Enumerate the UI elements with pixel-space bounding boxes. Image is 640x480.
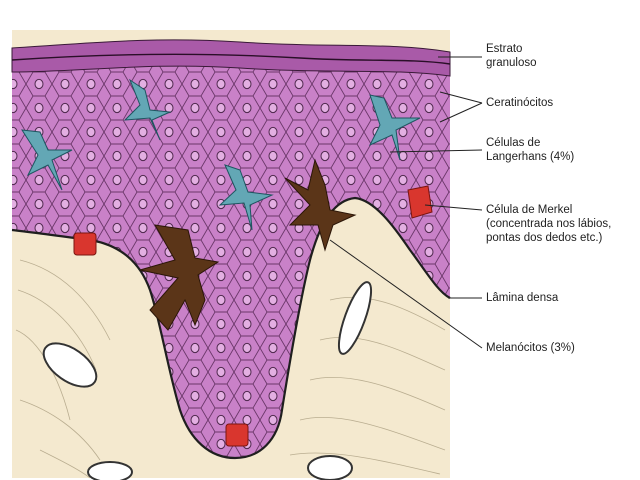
label-melanocitos: Melanócitos (3%) (486, 341, 575, 355)
label-merkel: Célula de Merkel (concentrada nos lábios… (486, 203, 611, 245)
label-langerhans: Células de Langerhans (4%) (486, 136, 574, 164)
label-merkel-line1: Célula de Merkel (486, 203, 611, 217)
label-estrato-granuloso: Estrato granuloso (486, 42, 537, 70)
label-langerhans-line2: Langerhans (4%) (486, 150, 574, 164)
label-ceratinocitos: Ceratinócitos (486, 96, 553, 110)
label-estrato-granuloso-line1: Estrato (486, 42, 537, 56)
label-estrato-granuloso-line2: granuloso (486, 56, 537, 70)
label-langerhans-line1: Células de (486, 136, 574, 150)
label-lamina-densa: Lâmina densa (486, 291, 558, 305)
label-merkel-line3: pontas dos dedos etc.) (486, 231, 611, 245)
label-merkel-line2: (concentrada nos lábios, (486, 217, 611, 231)
